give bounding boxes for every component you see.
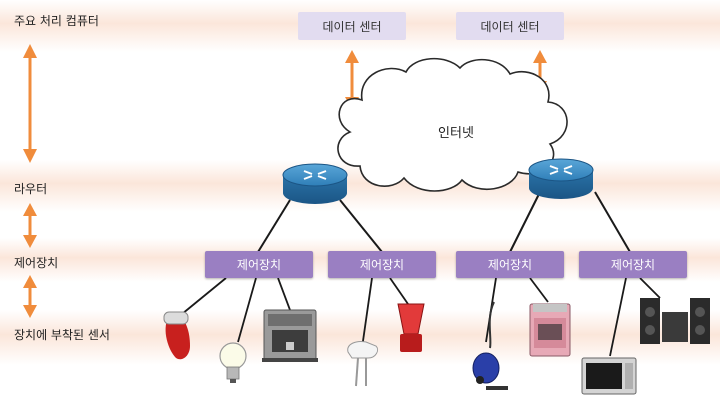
shaver-icon (163, 311, 190, 360)
router-icon-right (528, 158, 594, 199)
speaker-system-icon (640, 298, 710, 344)
router-links (257, 191, 631, 253)
layer-label-controller: 제어장치 (14, 256, 59, 270)
blender-icon (397, 303, 425, 352)
hand-mixer-icon (347, 341, 379, 387)
microwave-icon (581, 357, 637, 395)
layer-label-main-compute: 주요 처리 컴퓨터 (14, 14, 99, 28)
device-links (181, 277, 661, 357)
coffee-machine-icon (262, 309, 318, 362)
arrow-controller-to-sensor (23, 275, 37, 318)
data-center-box-2: 데이터 센터 (456, 12, 564, 40)
oven-icon (529, 303, 571, 357)
controller-box-2: 제어장치 (328, 251, 436, 278)
layer-label-sensor: 장치에 부착된 센서 (14, 328, 110, 342)
arrow-router-to-controller (23, 203, 37, 248)
controller-box-4: 제어장치 (579, 251, 687, 278)
vacuum-cleaner-icon (472, 301, 508, 390)
layer-label-router: 라우터 (14, 182, 48, 196)
data-center-box-1: 데이터 센터 (298, 12, 406, 40)
controller-box-1: 제어장치 (205, 251, 313, 278)
internet-label: 인터넷 (438, 126, 474, 141)
light-bulb-icon (219, 342, 247, 383)
controller-box-3: 제어장치 (456, 251, 564, 278)
router-icon-left (282, 163, 348, 204)
arrow-main-to-router (23, 44, 37, 163)
